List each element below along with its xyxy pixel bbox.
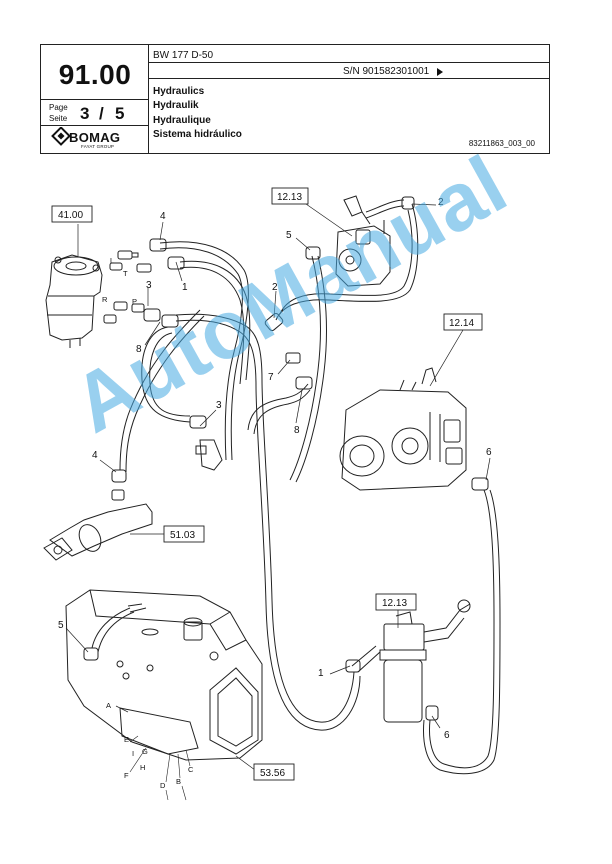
port-d: D	[160, 781, 166, 790]
hydraulic-tank	[65, 589, 263, 761]
port-e: E	[124, 735, 129, 744]
callout-3-middle: 3	[216, 400, 222, 411]
port-b: B	[176, 777, 181, 786]
port-l: L	[110, 256, 114, 265]
port-r: R	[102, 295, 108, 304]
bomag-logo-icon	[51, 127, 71, 146]
title-fr: Hydraulique	[153, 115, 211, 126]
page-total: 5	[115, 104, 125, 123]
hoses-motor	[119, 241, 361, 731]
callout-2-top: 2	[438, 197, 444, 208]
title-de: Hydraulik	[153, 100, 199, 111]
serial-number: S/N 901582301001	[343, 66, 430, 77]
callout-4-middle: 4	[92, 450, 98, 461]
port-f: F	[124, 771, 129, 780]
callout-5-tank: 5	[58, 620, 64, 631]
port-h: H	[140, 763, 145, 772]
seite-label: Seite	[49, 114, 68, 123]
callout-7: 7	[268, 372, 274, 383]
fittings-left-middle	[111, 415, 223, 501]
ref-12-13-top: 12.13	[277, 192, 302, 203]
port-g: G	[142, 747, 148, 756]
main-pump	[339, 367, 467, 491]
callout-1-left: 1	[182, 282, 188, 293]
callout-5-top: 5	[286, 230, 292, 241]
callout-6-bottom: 6	[444, 730, 450, 741]
ref-53-56: 53.56	[260, 768, 285, 779]
hoses-right	[423, 477, 501, 775]
serial-arrow-icon[interactable]	[437, 68, 443, 76]
port-p: P	[132, 297, 137, 306]
title-es: Sistema hidráulico	[153, 129, 242, 140]
title-en: Hydraulics	[153, 86, 205, 97]
ref-41-00: 41.00	[58, 210, 83, 221]
model-name: BW 177 D-50	[153, 50, 214, 61]
callout-6-right: 6	[486, 447, 492, 458]
ref-51-03: 51.03	[170, 530, 195, 541]
fittings-middle	[247, 352, 313, 435]
ref-12-14: 12.14	[449, 318, 474, 329]
port-t: T	[123, 269, 128, 278]
port-i: I	[132, 749, 134, 758]
port-a: A	[106, 701, 111, 710]
callout-1-bottom: 1	[318, 668, 324, 679]
callout-8-middle: 8	[294, 425, 300, 436]
page-label: Page	[49, 103, 68, 112]
document-number: 83211863_003_00	[468, 139, 535, 148]
hydraulic-motor-left	[45, 254, 103, 348]
page-current: 3	[80, 104, 90, 123]
hoses-top-pump	[264, 196, 419, 483]
filter-assembly	[345, 599, 471, 723]
callout-8-left: 8	[136, 344, 142, 355]
fittings-motor	[103, 250, 152, 324]
brand-sub: FAYAT GROUP	[81, 144, 115, 149]
port-c: C	[188, 765, 194, 774]
callout-4-top: 4	[160, 211, 166, 222]
title-block: BW 177 D-50 S/N 901582301001 91.00 Page …	[40, 44, 550, 154]
callout-2-middle: 2	[272, 282, 278, 293]
hose-tank	[83, 603, 147, 661]
section-number: 91.00	[58, 59, 132, 90]
page-separator: /	[99, 104, 104, 123]
ref-12-13-filter: 12.13	[382, 598, 407, 609]
cylinder	[43, 503, 153, 561]
callout-3-left: 3	[146, 280, 152, 291]
hose-fittings-left	[143, 238, 185, 328]
brand-name: BOMAG	[69, 130, 121, 145]
